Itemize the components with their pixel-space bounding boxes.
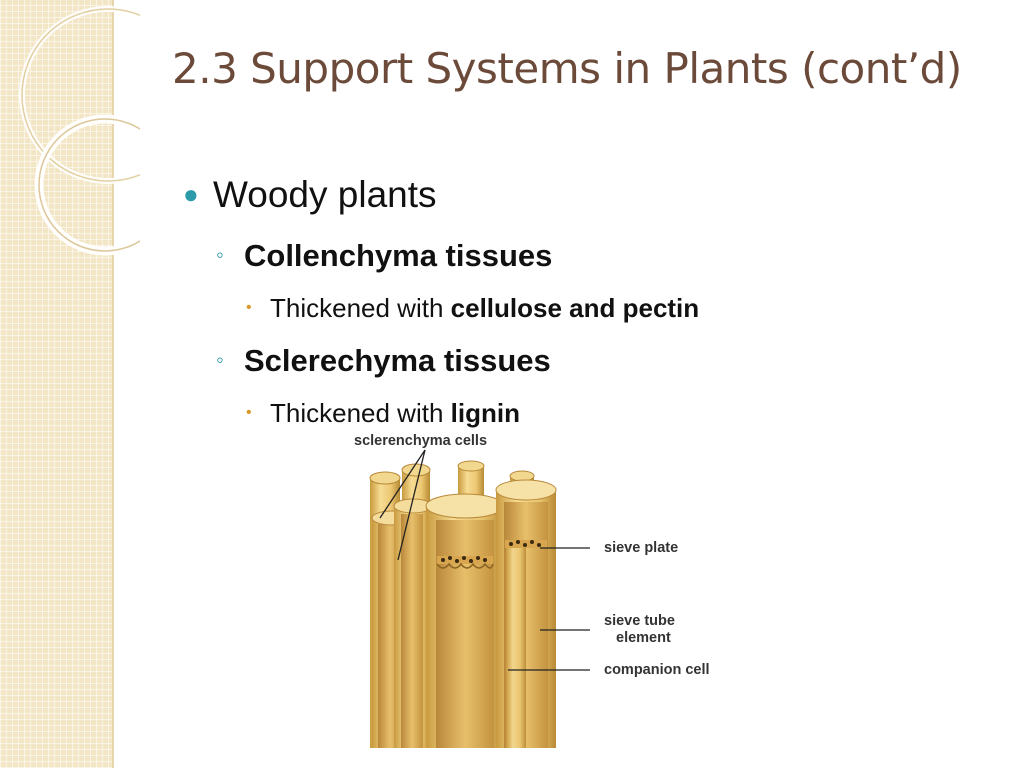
label-sclerenchyma-cells: sclerenchyma cells (354, 433, 487, 449)
bold-term: lignin (450, 398, 520, 428)
bullet-small-dot-icon: • (246, 404, 252, 421)
bullet-collenchyma: ◦ Collenchyma tissues (216, 238, 552, 274)
bullet-sclerenchyma-detail: • Thickened with lignin (246, 398, 520, 429)
bold-term: cellulose and pectin (450, 293, 700, 323)
bullet-small-dot-icon: • (246, 299, 252, 316)
bullet-collenchyma-detail: • Thickened with cellulose and pectin (246, 293, 699, 324)
bullet-woody-plants: ● Woody plants (183, 174, 437, 216)
bullet-text: Thickened with cellulose and pectin (270, 293, 700, 323)
slide-title: 2.3 Support Systems in Plants (cont’d) (172, 44, 962, 93)
bullet-dot-icon: ● (183, 179, 199, 209)
bullet-ring-icon: ◦ (216, 347, 224, 372)
label-sieve-plate: sieve plate (604, 540, 678, 556)
decorative-rings (19, 6, 140, 256)
label-sieve-tube-line1: sieve tube (604, 613, 675, 629)
bullet-text: Thickened with lignin (270, 398, 520, 428)
bullet-text: Collenchyma tissues (244, 238, 553, 273)
tissue-tubes (369, 460, 557, 748)
bullet-ring-icon: ◦ (216, 242, 224, 267)
bullet-text: Sclerechyma tissues (244, 343, 551, 378)
decorative-side-strip (0, 0, 114, 768)
label-companion-cell: companion cell (604, 662, 710, 678)
bullet-sclerenchyma: ◦ Sclerechyma tissues (216, 343, 551, 379)
bullet-text: Woody plants (213, 174, 437, 215)
plant-tissue-diagram: sclerenchyma cells sieve plate sieve tub… (354, 433, 710, 748)
label-sieve-tube-line2: element (616, 630, 671, 646)
label-leader-lines (379, 449, 590, 671)
